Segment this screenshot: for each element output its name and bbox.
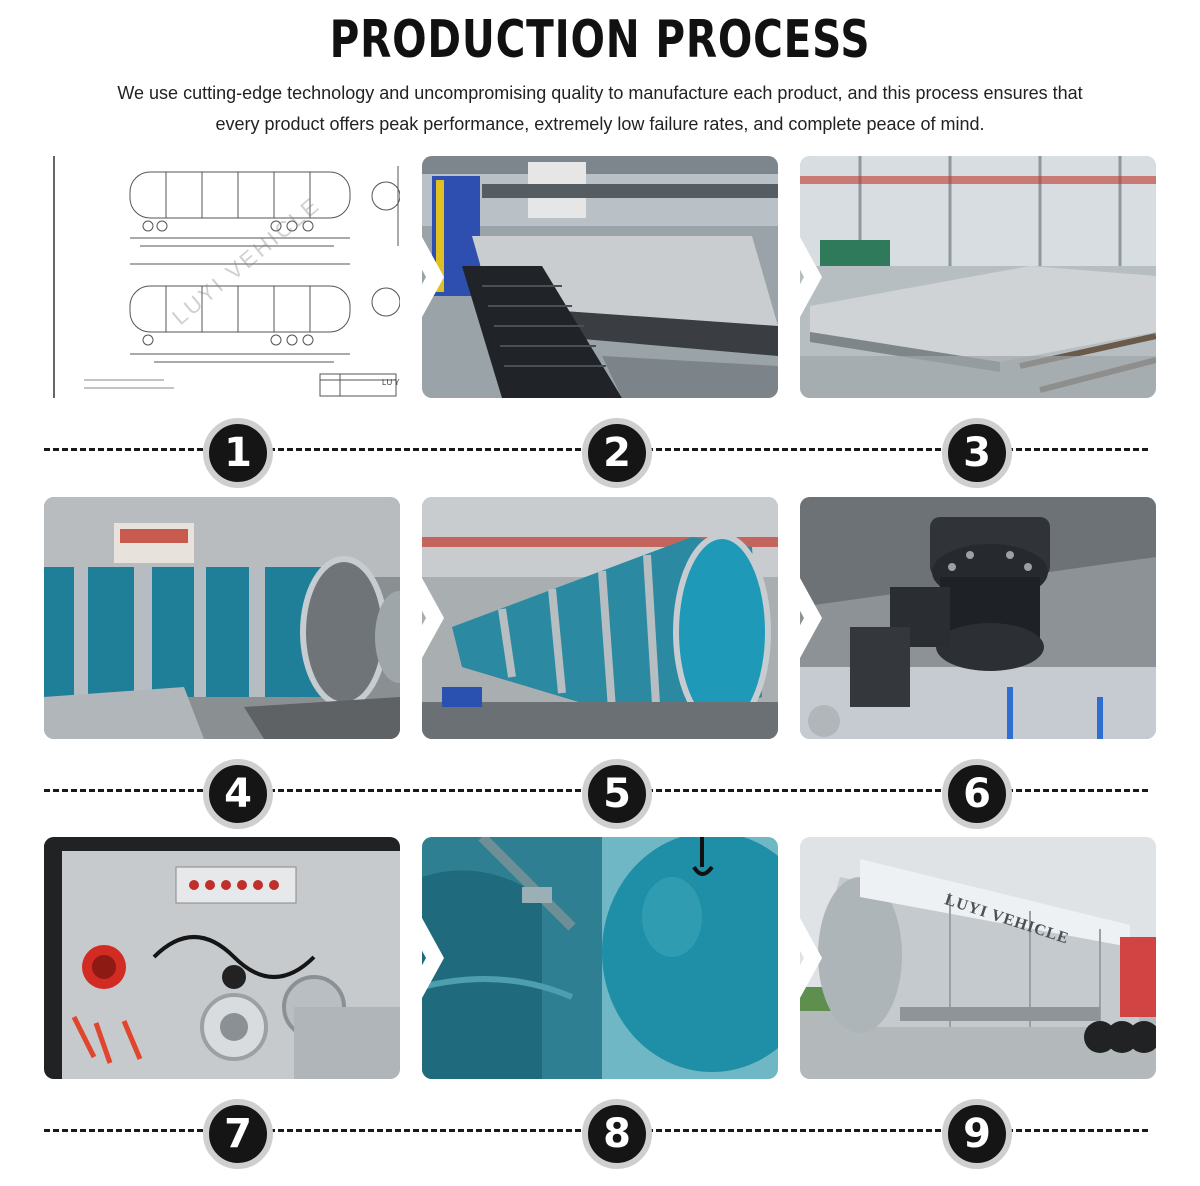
page-title: PRODUCTION PROCESS [329,10,871,70]
metal-sheet-icon [800,156,1156,398]
tank-body-icon [422,497,778,739]
step-number-badge: 2 [582,418,652,488]
step-9-image: LUYI VEHICLE [800,837,1156,1079]
step-1-image: LUYI VEHICLE LU Y [44,156,400,398]
chevron-right-icon [404,237,444,317]
step-3-image [800,156,1156,398]
intro-text: We use cutting-edge technology and uncom… [60,78,1140,140]
chevron-right-icon [782,237,822,317]
control-box-icon [44,837,400,1079]
tank-rings-icon [44,497,400,739]
tanker-trailer-icon [800,837,1156,1079]
step-number-badge: 1 [203,418,273,488]
step-number-badge: 5 [582,759,652,829]
valve-icon [800,497,1156,739]
painting-icon [422,837,778,1079]
chevron-right-icon [404,918,444,998]
step-number-badge: 9 [942,1099,1012,1169]
laser-cutting-icon [422,156,778,398]
chevron-right-icon [782,578,822,658]
chevron-right-icon [782,918,822,998]
chevron-right-icon [404,578,444,658]
step-2-image [422,156,778,398]
step-number-badge: 8 [582,1099,652,1169]
step-4-image [44,497,400,739]
drawing-title-block-label: LU Y [382,378,400,387]
technical-drawing-icon [44,156,400,398]
step-number-badge: 7 [203,1099,273,1169]
step-5-image [422,497,778,739]
step-8-image [422,837,778,1079]
step-number-badge: 6 [942,759,1012,829]
intro-line-2: every product offers peak performance, e… [215,114,985,134]
step-number-badge: 4 [203,759,273,829]
intro-line-1: We use cutting-edge technology and uncom… [117,83,1083,103]
step-6-image [800,497,1156,739]
step-number-badge: 3 [942,418,1012,488]
step-7-image [44,837,400,1079]
